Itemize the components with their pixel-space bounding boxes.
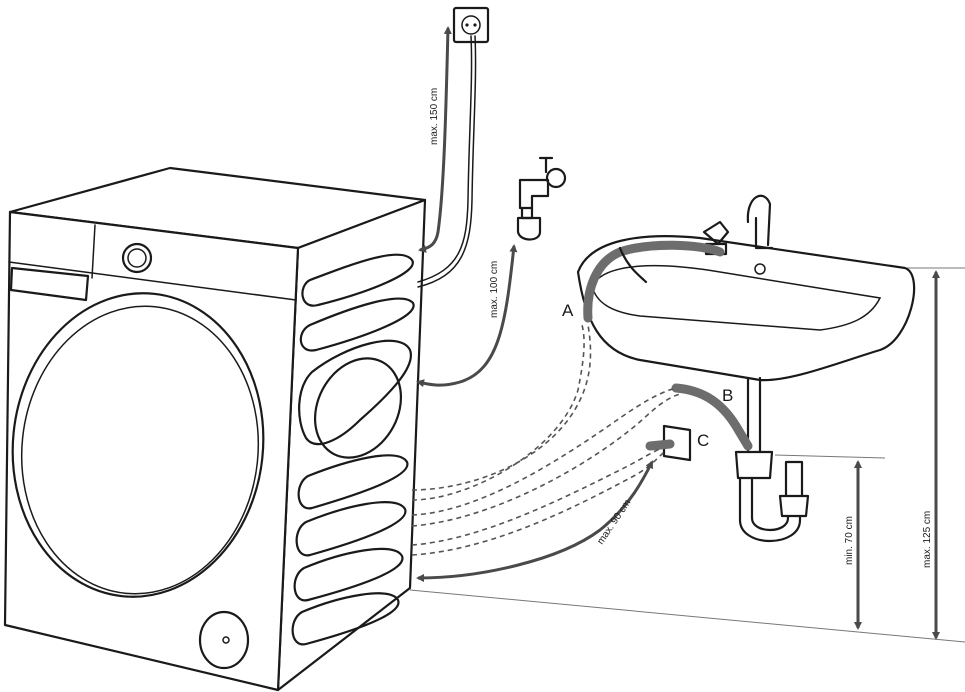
label-max-90: max. 90 cm [595, 498, 633, 547]
washing-machine [3, 166, 427, 692]
machine-front [3, 210, 300, 692]
dimension-arrow-100 [416, 244, 518, 388]
control-panel-edge [8, 261, 297, 301]
filter-cover [198, 610, 250, 670]
floor-line [409, 589, 965, 643]
sink-faucet-base [754, 216, 774, 250]
trap-outlet-nut [778, 494, 810, 518]
label-max-100: max. 100 cm [489, 261, 500, 318]
trap-nut [734, 450, 774, 480]
hose-hook [618, 246, 648, 284]
control-panel-divider [91, 224, 96, 279]
trap-u-bend [738, 476, 802, 542]
sink-faucet-handle [702, 220, 730, 246]
door-inner [20, 305, 260, 595]
door-outer [11, 292, 265, 598]
sink-plughole [754, 263, 766, 275]
drain-level-line [774, 454, 886, 459]
water-tap [516, 156, 567, 241]
label-point-b: B [722, 386, 733, 405]
program-knob-inner [127, 248, 147, 268]
label-max-150: max. 150 cm [429, 88, 440, 145]
wall-drain [645, 424, 692, 462]
filter-screw [222, 636, 230, 644]
detergent-drawer [9, 266, 90, 302]
label-point-c: C [697, 431, 709, 450]
label-min-70: min. 70 cm [844, 516, 855, 565]
label-max-125: max. 125 cm [922, 511, 933, 568]
trap-outlet-pipe [784, 460, 804, 498]
sink-bowl [591, 264, 882, 331]
dimension-arrow-90 [416, 460, 654, 582]
side-ribs [291, 253, 415, 646]
sink-basin [576, 235, 916, 382]
sink-faucet [746, 194, 772, 247]
label-point-a: A [562, 301, 574, 320]
drain-hose-over-sink [583, 240, 725, 323]
sink [576, 194, 916, 542]
drain-hose-to-trap [671, 383, 753, 451]
program-knob [121, 242, 153, 274]
